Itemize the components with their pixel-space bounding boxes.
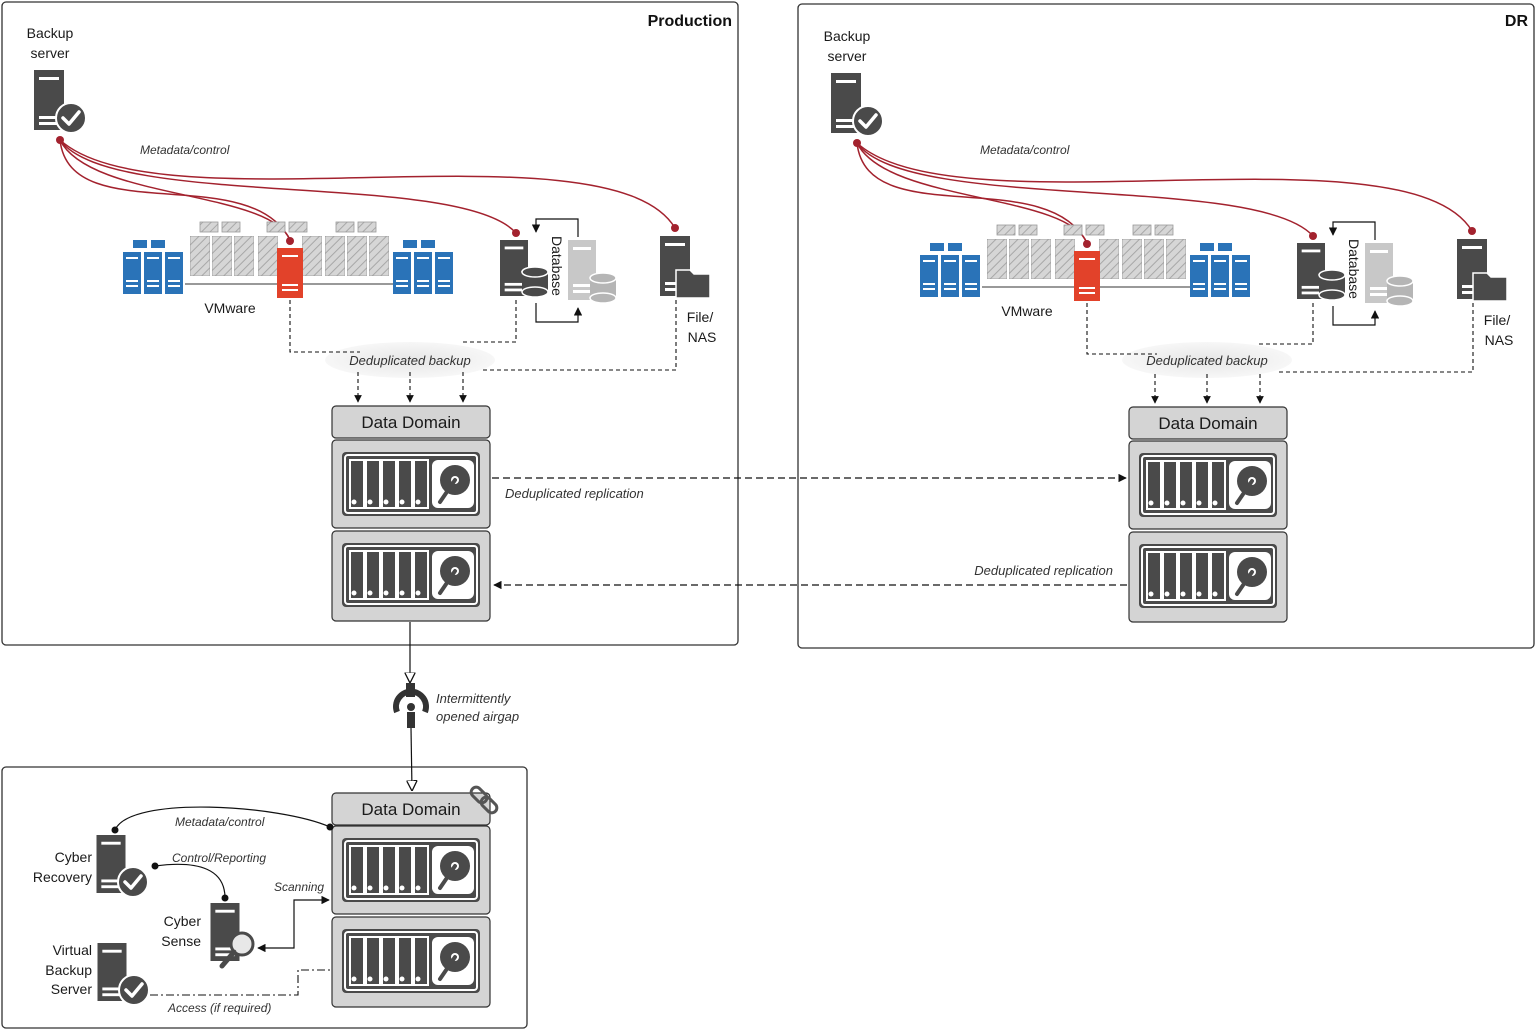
dr-dedup-replication-label: Deduplicated replication <box>974 563 1113 578</box>
dr-title: DR <box>1505 13 1529 30</box>
cyber-sense-label-2: Sense <box>161 933 201 949</box>
production-data-domain-label: Data Domain <box>361 413 460 432</box>
cyber-recovery-server <box>96 835 149 898</box>
production-backup-server-label-1: Backup <box>27 25 74 41</box>
virtual-backup-label-3: Server <box>51 981 93 997</box>
dr-control-lines <box>856 142 1473 244</box>
dr-database-label: Database <box>1346 239 1362 299</box>
production-data-domain: Data Domain <box>331 405 491 622</box>
dr-backup-server-label-1: Backup <box>824 28 871 44</box>
server-check-icon <box>34 70 87 134</box>
production-site: Backup server Metadata/control <box>27 25 717 622</box>
disk-array-icon <box>342 929 480 993</box>
disk-array-icon <box>342 838 480 902</box>
control-reporting-label: Control/Reporting <box>172 851 266 865</box>
magnifier-icon <box>219 931 255 969</box>
virtual-backup-server <box>97 943 150 1006</box>
vault-data-domain-label: Data Domain <box>361 800 460 819</box>
cyber-sense-server <box>210 903 255 969</box>
airgap-label-2: opened airgap <box>436 709 519 724</box>
vault-data-domain: Data Domain <box>331 792 491 1008</box>
production-metadata-label: Metadata/control <box>140 143 230 157</box>
access-label: Access (if required) <box>167 1001 271 1015</box>
dr-vmware-label: VMware <box>1001 303 1053 319</box>
disk-array-icon <box>342 543 480 607</box>
production-file-nas-label-1: File/ <box>687 309 714 325</box>
link-icon <box>469 785 499 815</box>
scanning-label: Scanning <box>274 880 324 894</box>
dr-frame <box>797 3 1535 649</box>
dr-file-nas-label-2: NAS <box>1485 332 1514 348</box>
cyber-vault: Data Domain Cyber Recovery Cyber Sense <box>33 785 499 1015</box>
red-vm-server-icon <box>1074 251 1100 301</box>
production-backup-server-label-2: server <box>31 45 70 61</box>
server-database-icon <box>500 240 617 304</box>
server-check-icon <box>831 73 884 137</box>
server-folder-icon <box>660 236 711 299</box>
production-database-label: Database <box>549 236 565 296</box>
airgap-label-1: Intermittently <box>436 691 512 706</box>
virtual-backup-label-1: Virtual <box>53 942 92 958</box>
dr-site: Backup server Metadata/control <box>824 28 1514 623</box>
production-dedup-backup-label: Deduplicated backup <box>349 353 470 368</box>
production-file-nas-label-2: NAS <box>688 329 717 345</box>
production-title: Production <box>648 13 732 30</box>
server-folder-icon <box>1457 239 1508 302</box>
cyber-recovery-label-1: Cyber <box>55 849 93 865</box>
disk-array-icon <box>1139 544 1277 608</box>
cyber-sense-label-1: Cyber <box>164 913 202 929</box>
dr-data-domain: Data Domain <box>1128 406 1288 623</box>
airgap-icon <box>393 683 429 728</box>
disk-array-icon <box>1139 453 1277 517</box>
virtual-backup-label-2: Backup <box>45 962 92 978</box>
production-vmware-cluster <box>123 221 453 298</box>
dr-vmware-cluster <box>920 224 1250 301</box>
vault-metadata-label: Metadata/control <box>175 815 265 829</box>
server-database-icon <box>1297 243 1414 307</box>
production-vmware-label: VMware <box>204 300 256 316</box>
dr-metadata-label: Metadata/control <box>980 143 1070 157</box>
disk-array-icon <box>342 452 480 516</box>
production-dedup-replication-label: Deduplicated replication <box>505 486 644 501</box>
cyber-recovery-label-2: Recovery <box>33 869 92 885</box>
red-vm-server-icon <box>277 248 303 298</box>
vault-frame <box>1 766 528 1029</box>
dr-data-domain-label: Data Domain <box>1158 414 1257 433</box>
production-frame <box>1 1 739 646</box>
dr-backup-server-label-2: server <box>828 48 867 64</box>
dr-file-nas-label-1: File/ <box>1484 312 1511 328</box>
dr-dedup-backup-label: Deduplicated backup <box>1146 353 1267 368</box>
